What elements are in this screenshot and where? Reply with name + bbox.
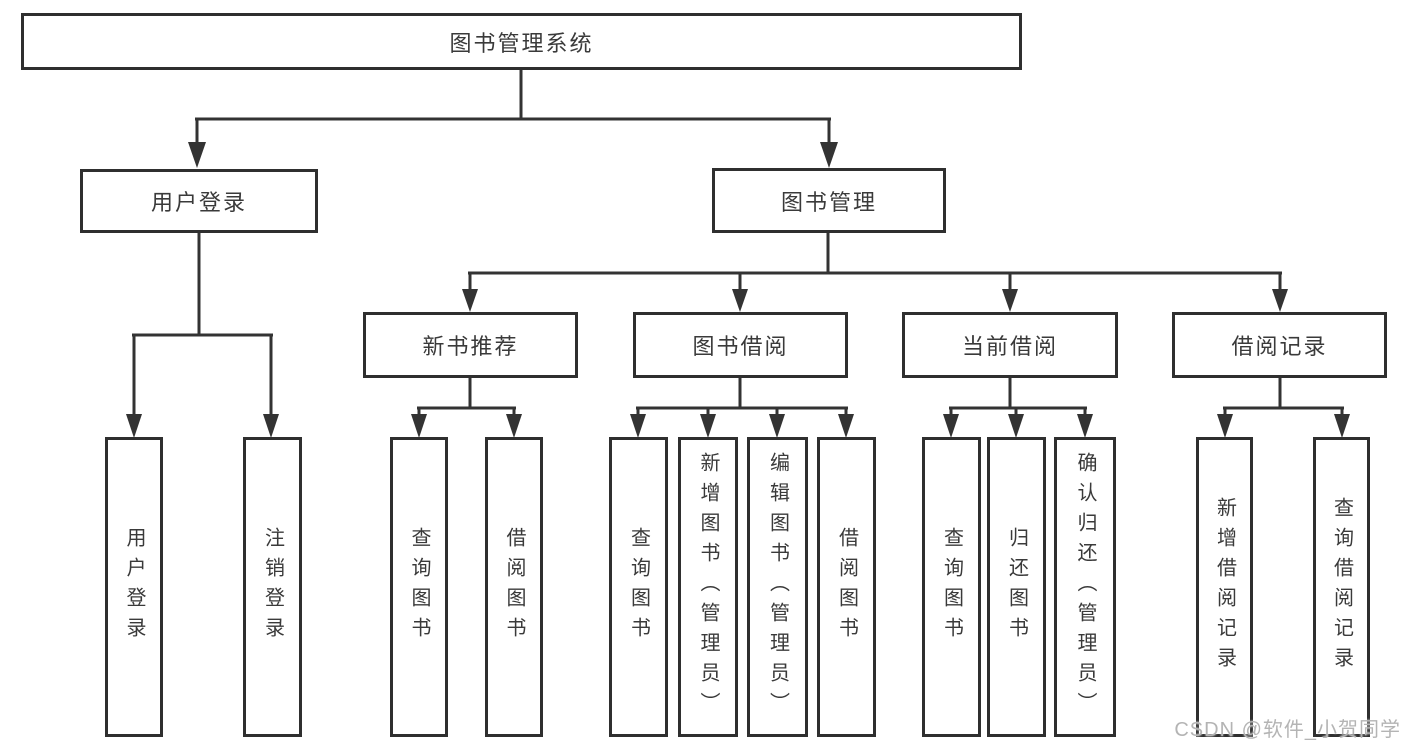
leaf-query-book-current-label: 查询图书 — [940, 527, 963, 647]
leaf-borrow-book: 借阅图书 — [817, 437, 876, 737]
leaf-add-book-admin-label: 新增图书（管理员） — [697, 452, 719, 722]
leaf-borrow-book-recommend: 借阅图书 — [485, 437, 543, 737]
leaf-confirm-return-admin-label: 确认归还（管理员） — [1074, 452, 1096, 722]
leaf-query-borrow-record-label: 查询借阅记录 — [1330, 497, 1353, 677]
leaf-query-book-borrow-label: 查询图书 — [627, 527, 650, 647]
leaf-add-borrow-record: 新增借阅记录 — [1196, 437, 1253, 737]
node-current-borrow: 当前借阅 — [902, 312, 1118, 378]
leaf-edit-book-admin: 编辑图书（管理员） — [747, 437, 808, 737]
leaf-query-book-recommend: 查询图书 — [390, 437, 448, 737]
leaf-borrow-book-recommend-label: 借阅图书 — [503, 527, 525, 647]
node-book-management-label: 图书管理 — [780, 189, 877, 215]
leaf-return-book-label: 归还图书 — [1005, 527, 1028, 647]
leaf-add-book-admin: 新增图书（管理员） — [678, 437, 738, 737]
leaf-user-login: 用户登录 — [105, 437, 163, 737]
leaf-add-borrow-record-label: 新增借阅记录 — [1213, 497, 1236, 677]
leaf-query-book-borrow: 查询图书 — [609, 437, 668, 737]
node-book-management: 图书管理 — [712, 168, 946, 233]
node-root-label: 图书管理系统 — [449, 30, 594, 56]
node-root: 图书管理系统 — [21, 13, 1022, 70]
leaf-query-book-recommend-label: 查询图书 — [408, 527, 430, 647]
leaf-confirm-return-admin: 确认归还（管理员） — [1054, 437, 1116, 737]
node-borrow-record: 借阅记录 — [1172, 312, 1387, 378]
node-borrow-record-label: 借阅记录 — [1231, 334, 1328, 359]
leaf-edit-book-admin-label: 编辑图书（管理员） — [766, 452, 789, 722]
node-current-borrow-label: 当前借阅 — [961, 334, 1058, 359]
node-book-borrow-label: 图书借阅 — [692, 334, 789, 359]
leaf-query-book-current: 查询图书 — [922, 437, 981, 737]
node-user-login-label: 用户登录 — [150, 190, 247, 215]
leaf-logout-label: 注销登录 — [261, 527, 284, 647]
csdn-watermark: CSDN @软件_小贺同学 — [1174, 719, 1401, 741]
leaf-user-login-label: 用户登录 — [123, 527, 145, 647]
leaf-query-borrow-record: 查询借阅记录 — [1313, 437, 1370, 737]
leaf-logout: 注销登录 — [243, 437, 302, 737]
leaf-return-book: 归还图书 — [987, 437, 1046, 737]
leaf-borrow-book-label: 借阅图书 — [835, 527, 858, 647]
node-new-book-recommend-label: 新书推荐 — [422, 334, 519, 359]
node-book-borrow: 图书借阅 — [633, 312, 848, 378]
node-new-book-recommend: 新书推荐 — [363, 312, 578, 378]
node-user-login: 用户登录 — [80, 169, 318, 233]
